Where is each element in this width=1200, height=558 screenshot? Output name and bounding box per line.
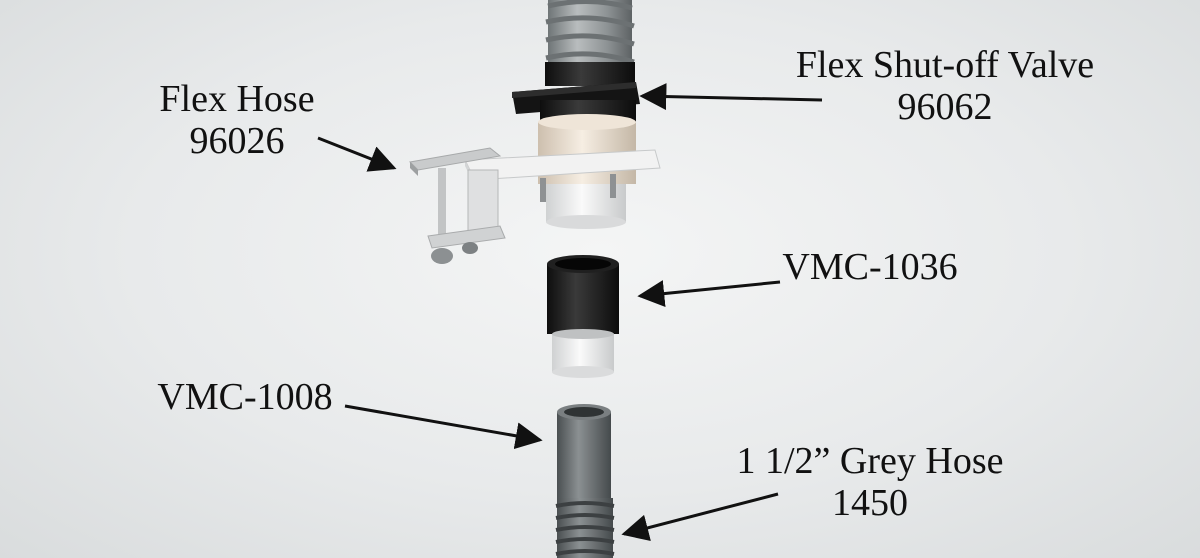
vmc-1008-fitting — [557, 404, 611, 502]
arrow-vmc-1008 — [344, 404, 543, 450]
label-flex-shutoff-valve-name: Flex Shut-off Valve — [795, 44, 1095, 86]
arrow-vmc-1036 — [637, 280, 781, 308]
label-vmc-1008-name: VMC-1008 — [157, 376, 333, 418]
label-flex-hose: Flex Hose 96026 — [148, 78, 326, 162]
vmc-1036-coupling — [547, 255, 619, 378]
label-flex-hose-part: 96026 — [189, 120, 285, 162]
label-flex-hose-name: Flex Hose — [159, 78, 315, 120]
arrow-flex-hose — [317, 136, 397, 172]
label-vmc-1036: VMC-1036 — [780, 246, 960, 288]
label-grey-hose-name: 1 1/2” Grey Hose — [736, 440, 1004, 482]
grey-hose — [555, 498, 615, 558]
arrow-grey-hose — [621, 492, 779, 541]
label-vmc-1008: VMC-1008 — [150, 376, 340, 418]
label-grey-hose-part: 1450 — [832, 482, 908, 524]
arrow-flex-valve — [639, 83, 823, 111]
label-flex-shutoff-valve: Flex Shut-off Valve 96062 — [780, 44, 1110, 128]
label-vmc-1036-name: VMC-1036 — [782, 246, 958, 288]
mounting-bracket — [408, 147, 661, 264]
label-grey-hose: 1 1/2” Grey Hose 1450 — [720, 440, 1020, 524]
label-flex-shutoff-valve-part: 96062 — [897, 86, 993, 128]
